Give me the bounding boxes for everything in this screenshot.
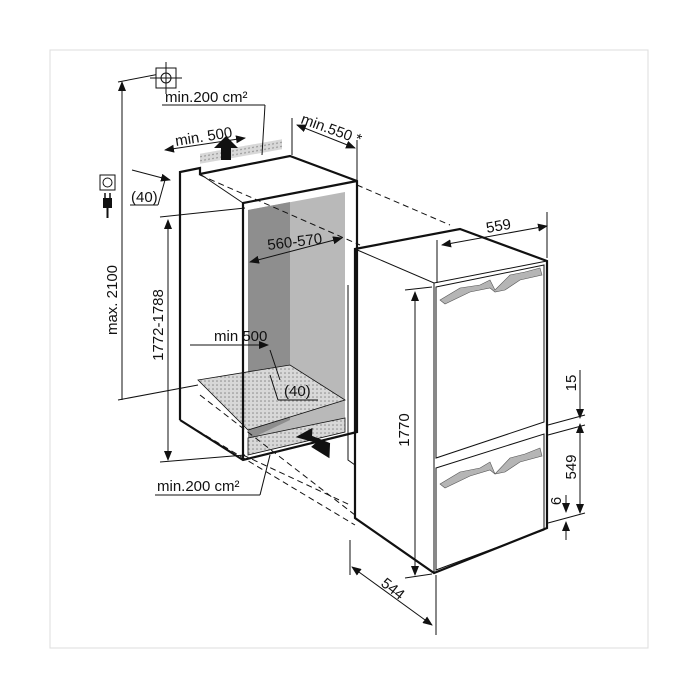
depth-label: 544 <box>378 575 408 604</box>
water-connection-icon <box>150 62 182 94</box>
width-label: 559 <box>485 216 513 237</box>
frame-border <box>49 49 649 649</box>
upper-door-handle <box>439 267 543 305</box>
height-label: 1770 <box>396 413 413 446</box>
fridge-appliance <box>347 227 549 575</box>
lower-door-height-label: 549 <box>563 454 580 479</box>
gap-bottom-label: (40) <box>284 383 311 400</box>
airflow-arrow-icon <box>214 136 238 160</box>
dimension-lines <box>117 71 586 635</box>
airflow-arrow-icon <box>295 427 331 459</box>
gap-top-label: (40) <box>131 189 158 206</box>
depth-bottom-label: min 500 <box>214 328 267 345</box>
niche-width-label: 560-570 <box>266 230 323 254</box>
niche-height-label: 1772-1788 <box>150 289 167 361</box>
power-plug-icon <box>103 193 112 218</box>
door-gap-label: 15 <box>563 375 580 392</box>
vent-top-label: min.200 cm² <box>165 89 248 106</box>
depth-min-label: min.550 * <box>299 111 365 149</box>
bottom-gap-label: 6 <box>548 497 565 505</box>
vent-bottom-label: min.200 cm² <box>157 478 240 495</box>
power-socket-icon <box>99 174 116 191</box>
lower-door <box>435 433 545 571</box>
max-height-label: max. 2100 <box>104 265 121 335</box>
lower-door-handle <box>439 447 543 489</box>
upper-door <box>435 264 545 459</box>
